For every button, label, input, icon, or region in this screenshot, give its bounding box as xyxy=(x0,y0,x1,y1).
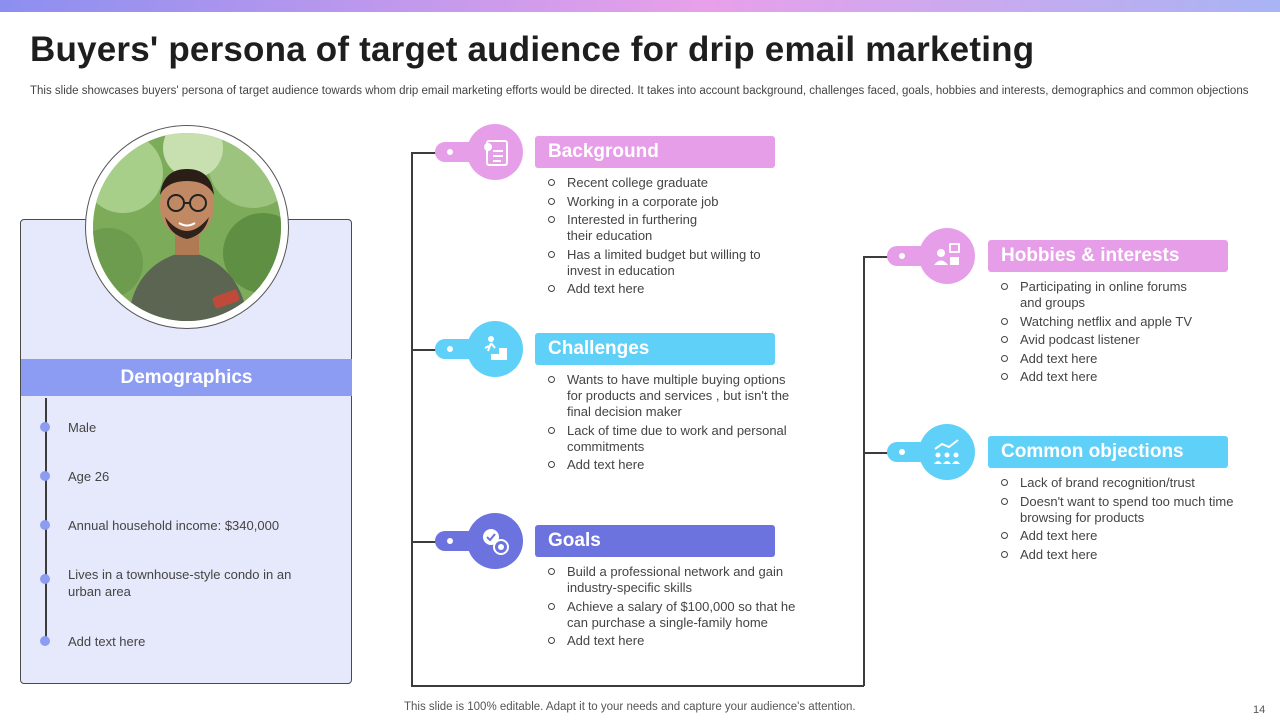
climbing-steps-icon xyxy=(467,321,523,377)
target-check-icon xyxy=(467,513,523,569)
list-item: Participating in online forums and group… xyxy=(1001,279,1201,311)
objections-badge xyxy=(887,424,997,480)
connector-line xyxy=(863,256,865,686)
demographics-timeline xyxy=(45,398,47,640)
team-chart-icon xyxy=(919,424,975,480)
page-title: Buyers' persona of target audience for d… xyxy=(30,30,1035,69)
list-item: Add text here xyxy=(1001,547,1251,563)
page-subtitle: This slide showcases buyers' persona of … xyxy=(30,85,1249,97)
list-item: Add text here xyxy=(548,633,798,649)
list-item: Add text here xyxy=(1001,351,1201,367)
list-item: Lack of time due to work and personal co… xyxy=(548,423,798,455)
top-gradient-bar xyxy=(0,0,1280,12)
list-item: Working in a corporate job xyxy=(548,194,778,210)
hobbies-header: Hobbies & interests xyxy=(988,240,1228,272)
list-item: Wants to have multiple buying options fo… xyxy=(548,372,798,420)
person-interests-icon xyxy=(919,228,975,284)
list-item: Add text here xyxy=(548,281,778,297)
list-item: Add text here xyxy=(1001,369,1201,385)
resume-icon xyxy=(467,124,523,180)
connector-line xyxy=(863,256,893,258)
connector-line xyxy=(411,685,864,687)
page-number: 14 xyxy=(1253,704,1266,716)
connector-line xyxy=(411,152,441,154)
persona-photo-frame xyxy=(85,125,289,329)
list-item: Recent college graduate xyxy=(548,175,778,191)
goals-badge xyxy=(435,513,545,569)
challenges-badge xyxy=(435,321,545,377)
challenges-list: Wants to have multiple buying options fo… xyxy=(548,372,798,476)
goals-header: Goals xyxy=(535,525,775,557)
list-item: Add text here xyxy=(1001,528,1251,544)
timeline-dot xyxy=(40,636,50,646)
list-item: Interested in furthering their education xyxy=(548,212,717,244)
timeline-dot xyxy=(40,574,50,584)
persona-photo xyxy=(93,133,281,321)
list-item: Avid podcast listener xyxy=(1001,332,1201,348)
timeline-dot xyxy=(40,422,50,432)
timeline-dot xyxy=(40,520,50,530)
footer-note: This slide is 100% editable. Adapt it to… xyxy=(404,701,856,713)
background-header: Background xyxy=(535,136,775,168)
list-item: Has a limited budget but willing to inve… xyxy=(548,247,777,279)
challenges-header: Challenges xyxy=(535,333,775,365)
list-item: Lack of brand recognition/trust xyxy=(1001,475,1251,491)
background-badge xyxy=(435,124,545,180)
background-list: Recent college graduate Working in a cor… xyxy=(548,175,778,300)
timeline-dot xyxy=(40,471,50,481)
list-item: Watching netflix and apple TV xyxy=(1001,314,1201,330)
goals-list: Build a professional network and gain in… xyxy=(548,564,798,652)
connector-line xyxy=(411,541,441,543)
list-item: Doesn't want to spend too much time brow… xyxy=(1001,494,1251,526)
connector-line xyxy=(863,452,893,454)
list-item: Add text here xyxy=(548,457,798,473)
list-item: Achieve a salary of $100,000 so that he … xyxy=(548,599,798,631)
connector-line xyxy=(411,152,413,685)
list-item: Build a professional network and gain in… xyxy=(548,564,798,596)
connector-line xyxy=(411,349,441,351)
hobbies-badge xyxy=(887,228,997,284)
objections-list: Lack of brand recognition/trust Doesn't … xyxy=(1001,475,1251,565)
hobbies-list: Participating in online forums and group… xyxy=(1001,279,1201,388)
demographics-header: Demographics xyxy=(21,359,352,396)
objections-header: Common objections xyxy=(988,436,1228,468)
